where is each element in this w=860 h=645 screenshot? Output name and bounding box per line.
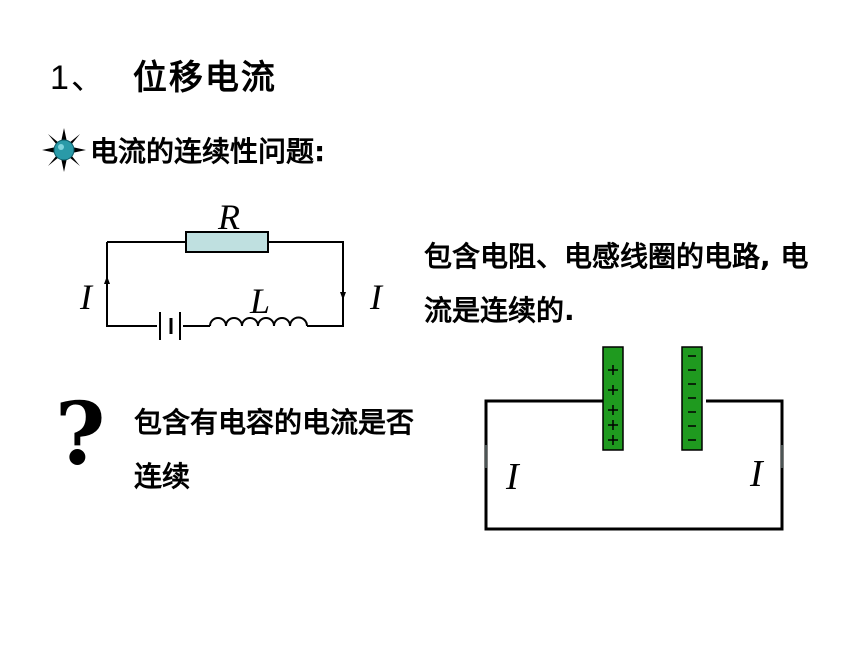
capacitor-circuit-wire	[484, 399, 784, 531]
arrow-down-icon	[340, 292, 346, 300]
capacitor-question: 包含有电容的电流是否连续	[134, 406, 415, 493]
question-mark: ?	[55, 384, 106, 485]
resistor-label: R	[218, 197, 240, 237]
plus-signs	[608, 365, 618, 445]
title-number: 1、	[50, 59, 107, 97]
rl-current-left-label: I	[80, 277, 92, 317]
minus-signs	[688, 355, 696, 441]
rl-wire-left	[106, 242, 157, 327]
inductor-coil	[209, 316, 308, 327]
bullet-row: 电流的连续性问题:	[42, 128, 325, 172]
rl-current-right-label: I	[370, 277, 382, 317]
slide-title: 1、位移电流	[50, 50, 277, 99]
inductor-label: L	[250, 281, 271, 321]
rl-description: 包含电阻、电感线圈的电路, 电流是连续的.	[424, 240, 809, 327]
bullet-text: 电流的连续性问题:	[90, 135, 326, 168]
arrow-up-icon	[104, 276, 110, 284]
capacitor-plate-positive	[602, 346, 624, 451]
cap-current-right-label: I	[750, 453, 763, 495]
title-text: 位移电流	[132, 58, 277, 98]
sun-bullet-icon	[42, 128, 86, 172]
resistor	[185, 231, 269, 253]
cap-current-left-label: I	[506, 456, 519, 498]
rl-wire-right	[268, 241, 344, 327]
